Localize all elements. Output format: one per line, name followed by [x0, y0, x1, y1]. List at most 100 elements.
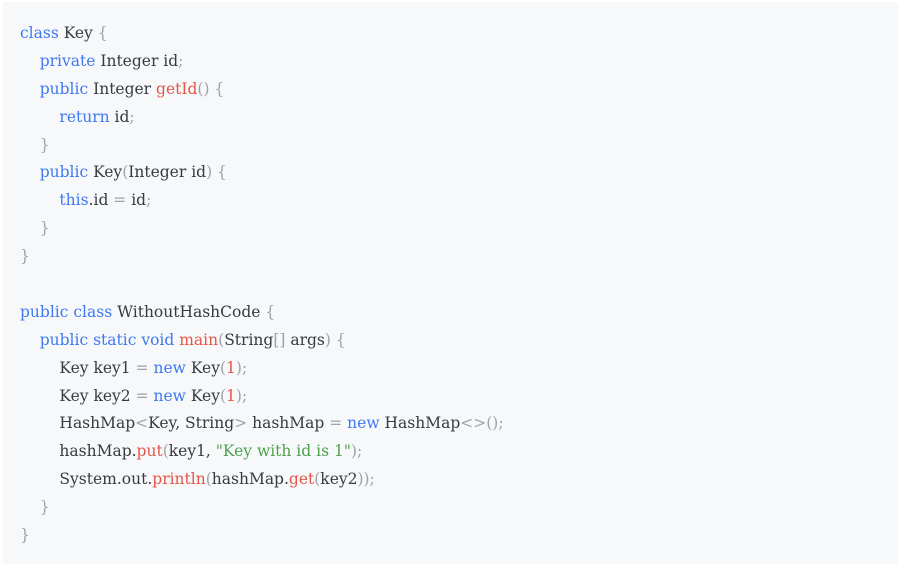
code-token: class — [73, 302, 113, 321]
code-token: )); — [357, 470, 375, 489]
code-token: HashMap — [379, 414, 461, 433]
code-token: "Key with id is 1" — [215, 442, 351, 461]
code-token: } — [39, 219, 50, 238]
code-lines: class Key { private Integer id; public I… — [20, 20, 898, 550]
code-line — [20, 271, 898, 299]
code-token: Key key2 — [59, 386, 136, 405]
code-token: ) { — [206, 163, 227, 182]
code-token: public — [20, 302, 69, 321]
code-token: { — [265, 302, 276, 321]
code-token: . — [88, 191, 94, 210]
code-line: System.out.println(hashMap.get(key2)); — [20, 466, 898, 494]
code-token: = — [113, 191, 127, 210]
code-line: Key key2 = new Key(1); — [20, 383, 898, 411]
code-token: put — [136, 442, 163, 461]
code-token — [20, 498, 40, 516]
code-token: 1 — [226, 358, 236, 377]
code-token: private — [39, 51, 96, 70]
code-token: main — [179, 330, 219, 349]
code-token — [20, 387, 59, 405]
code-token: key2 — [320, 470, 358, 489]
code-token: id — [93, 191, 114, 210]
code-token: this — [59, 191, 89, 210]
code-token: } — [20, 247, 30, 266]
code-token: ( — [122, 163, 129, 182]
code-line: } — [20, 132, 898, 160]
code-token — [20, 442, 59, 460]
code-token: ); — [235, 358, 248, 377]
code-line: HashMap<Key, String> hashMap = new HashM… — [20, 410, 898, 438]
code-token: = — [135, 358, 149, 377]
code-line: public class WithoutHashCode { — [20, 299, 898, 327]
code-line: public Key(Integer id) { — [20, 159, 898, 187]
code-token: void — [141, 330, 175, 349]
code-line: public Integer getId() { — [20, 76, 898, 104]
code-token: } — [39, 498, 50, 517]
code-token: args — [285, 330, 325, 349]
code-token: System. — [59, 470, 122, 489]
code-token — [20, 80, 40, 98]
code-token: ) { — [324, 330, 346, 349]
code-line: } — [20, 494, 898, 522]
code-token: new — [153, 386, 186, 405]
code-token: public — [39, 163, 89, 182]
code-token: out. — [121, 470, 153, 489]
code-token: Key, String — [148, 414, 235, 433]
code-token — [20, 108, 59, 126]
code-line: public static void main(String[] args) { — [20, 327, 898, 355]
code-token — [20, 414, 59, 432]
code-token: > — [234, 414, 248, 433]
code-token: hashMap. — [211, 470, 289, 489]
code-line: this.id = id; — [20, 187, 898, 215]
code-token: public — [39, 79, 89, 98]
code-token: ); — [235, 386, 248, 405]
code-token: static — [93, 330, 137, 349]
code-token: 1 — [226, 386, 236, 405]
code-token: new — [153, 358, 186, 377]
code-token: public — [39, 330, 89, 349]
code-token: hashMap. — [59, 442, 137, 461]
code-token: get — [288, 470, 315, 489]
code-line: } — [20, 215, 898, 243]
code-token: } — [39, 135, 50, 154]
code-token: Key — [185, 386, 220, 405]
code-token: HashMap — [59, 414, 136, 433]
code-token — [20, 52, 40, 70]
code-token: ( — [219, 358, 227, 377]
code-token: class — [20, 24, 59, 42]
code-token: id — [109, 107, 130, 126]
code-token: ); — [350, 442, 363, 461]
code-token — [20, 191, 59, 209]
code-token: new — [347, 414, 380, 433]
code-token: < — [135, 414, 149, 433]
code-token: [] — [273, 330, 286, 349]
code-token — [20, 163, 40, 181]
code-token: Integer — [88, 79, 157, 98]
code-token: ; — [129, 107, 135, 126]
code-token: } — [20, 526, 30, 545]
code-line: class Key { — [20, 20, 898, 48]
code-token: ; — [178, 51, 184, 70]
code-token — [20, 219, 40, 237]
code-token: = — [329, 414, 343, 433]
code-token: Key — [88, 163, 123, 182]
code-token: Key — [185, 358, 220, 377]
code-token: Integer id — [95, 51, 179, 70]
code-token — [20, 359, 59, 377]
code-line: } — [20, 243, 898, 271]
code-token: ( — [205, 470, 212, 489]
code-line: private Integer id; — [20, 48, 898, 76]
code-token: () { — [197, 79, 225, 98]
code-token: ( — [162, 442, 169, 461]
code-token — [20, 331, 40, 349]
code-line: } — [20, 522, 898, 550]
code-token: id — [126, 191, 147, 210]
code-token: ( — [314, 470, 321, 489]
code-token: Integer id — [128, 163, 207, 182]
code-line: return id; — [20, 104, 898, 132]
code-token: key1, — [168, 442, 216, 461]
code-token: = — [135, 386, 149, 405]
code-line: Key key1 = new Key(1); — [20, 355, 898, 383]
code-token: println — [152, 470, 206, 489]
